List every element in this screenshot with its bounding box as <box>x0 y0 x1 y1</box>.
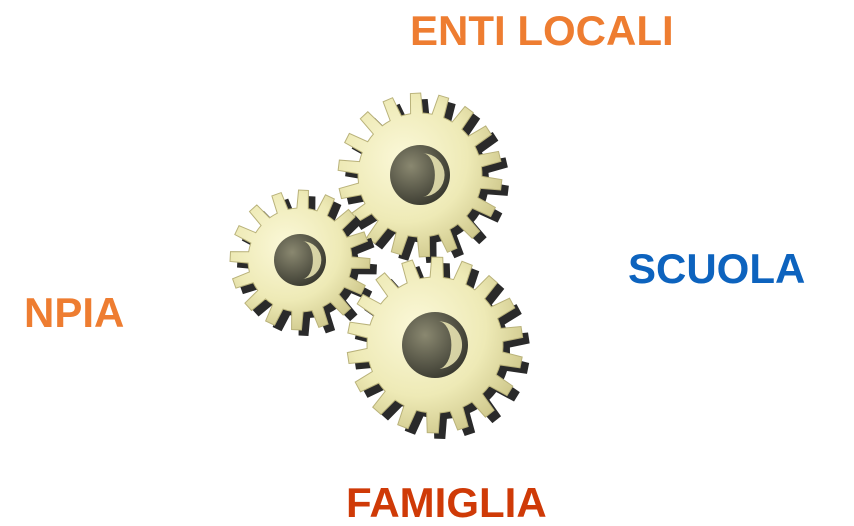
gear-left-hole-highlight <box>302 241 322 279</box>
gear-bottom <box>346 256 530 439</box>
label-enti-locali: ENTI LOCALI <box>410 7 674 54</box>
gear-left <box>229 189 377 336</box>
label-scuola: SCUOLA <box>628 245 806 292</box>
label-npia: NPIA <box>24 289 125 336</box>
gears-icon <box>229 92 530 439</box>
gear-top-hole-highlight <box>423 153 445 197</box>
gear-bottom-hole-highlight <box>438 321 463 369</box>
label-famiglia: FAMIGLIA <box>346 479 547 526</box>
gear-top <box>337 92 509 263</box>
